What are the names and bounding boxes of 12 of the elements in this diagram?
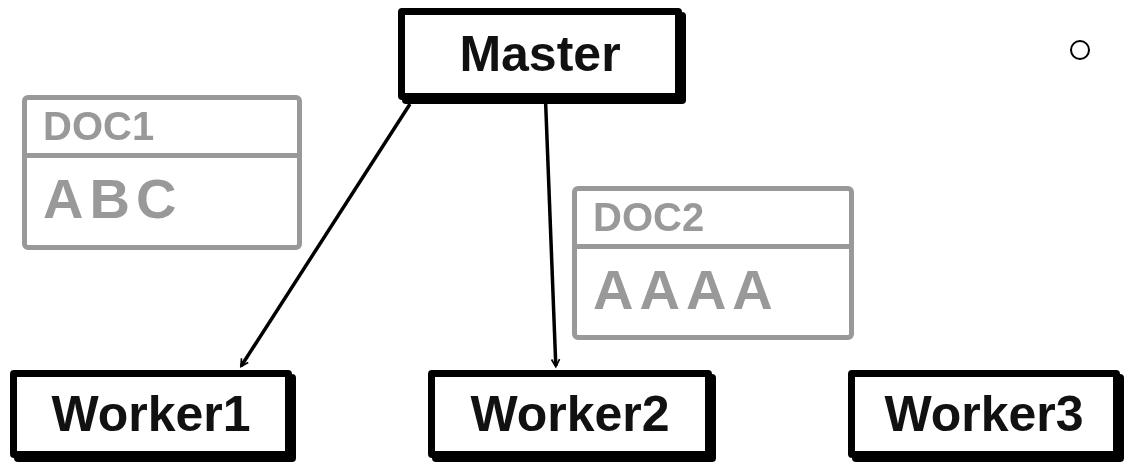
document-card	[572, 186, 854, 340]
document-content: AAAA	[592, 257, 780, 323]
arrow	[543, 103, 561, 368]
document-title: DOC2	[577, 191, 849, 249]
document-title: DOC1	[27, 100, 297, 158]
node-label: Master	[459, 25, 621, 83]
arrow	[239, 103, 412, 368]
node-label: Worker2	[470, 385, 670, 443]
document-card	[22, 95, 302, 250]
document-content: ABC	[42, 166, 184, 232]
node-label: Worker1	[51, 385, 251, 443]
node-label: Worker3	[884, 385, 1084, 443]
